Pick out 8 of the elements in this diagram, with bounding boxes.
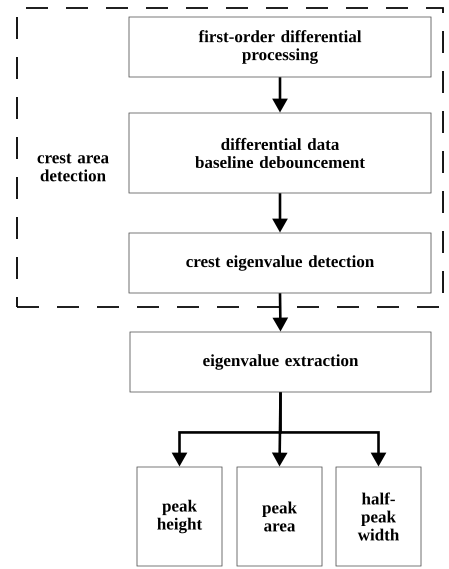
result-box: peak height [136,466,222,566]
process-box: eigenvalue extraction [130,332,432,392]
result-box: half-peak width [336,466,422,566]
process-box: first-order differential processing [128,16,432,78]
process-box: differential data baseline debouncement [128,112,432,194]
process-box: crest eigenvalue detection [128,232,432,294]
result-box: peak area [236,466,322,566]
group-label: crest area detection [38,154,109,182]
